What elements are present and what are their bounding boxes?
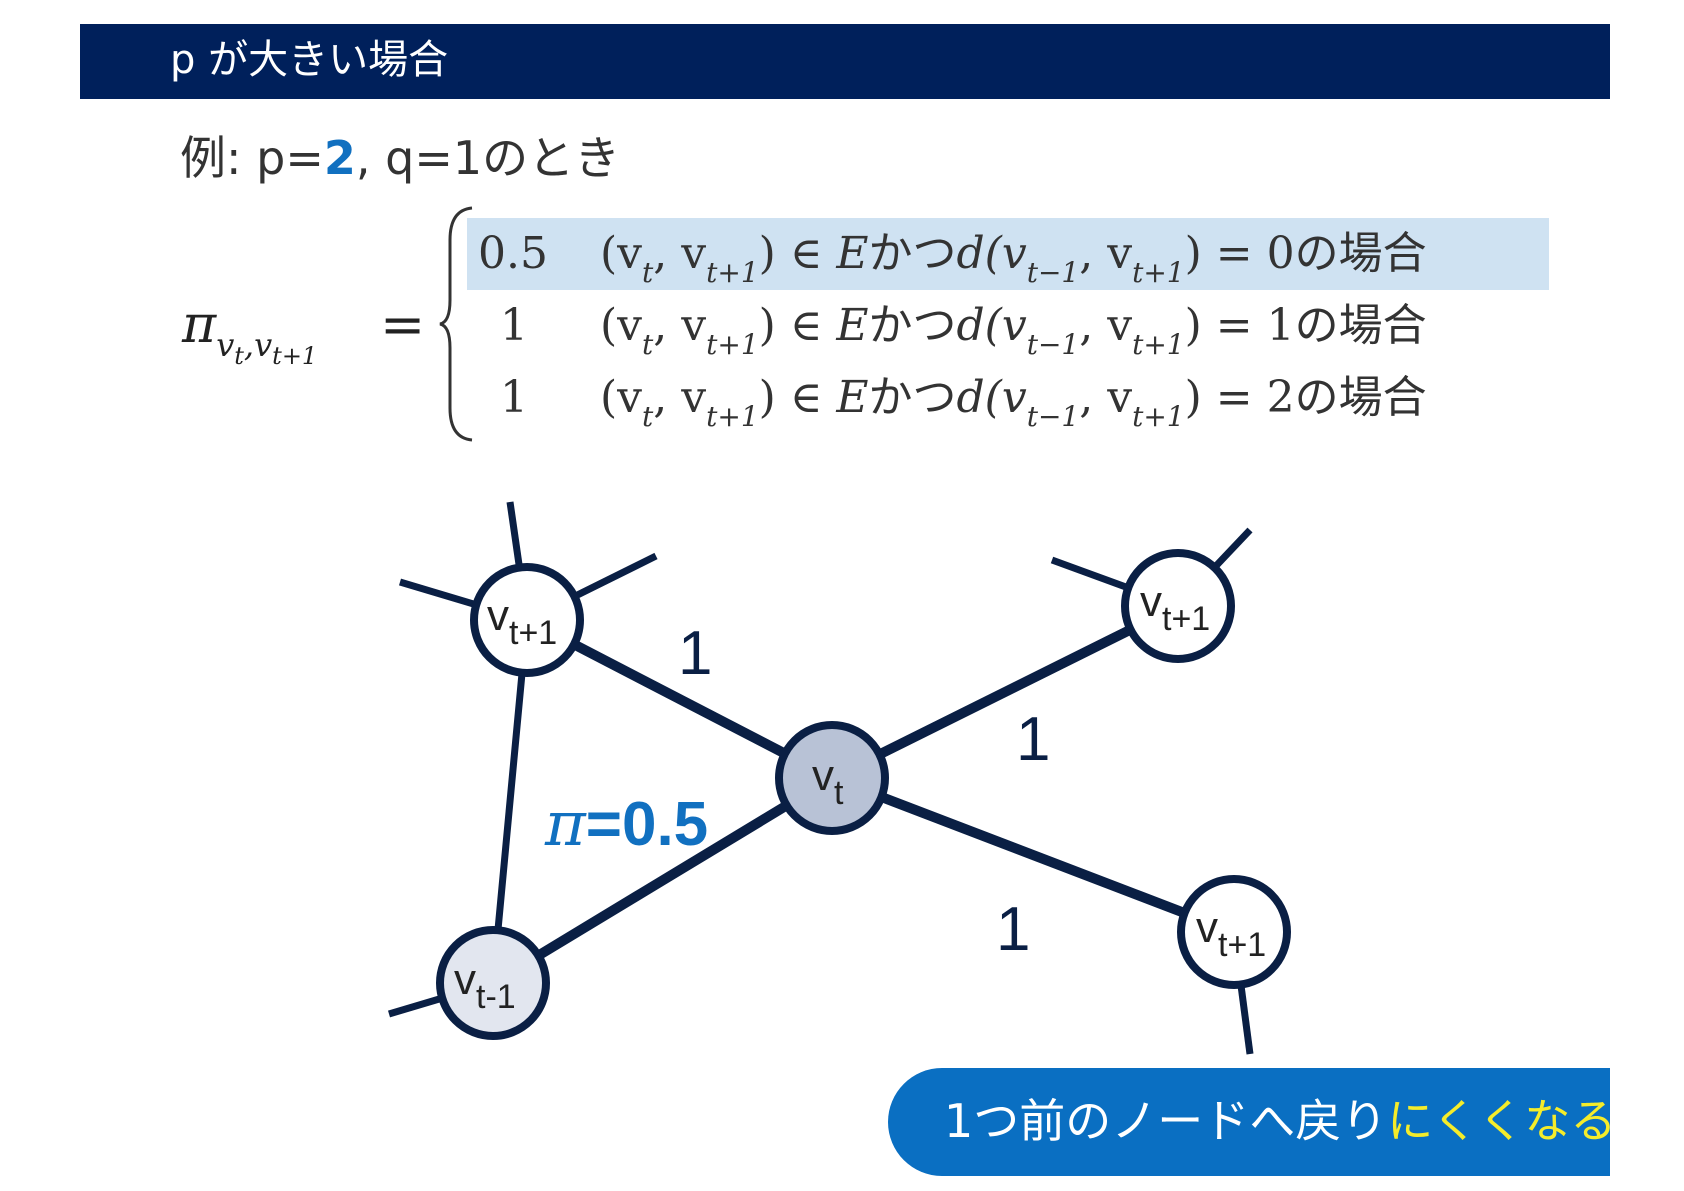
case-text: , v [653,372,707,423]
case-sub: t−1 [1026,256,1080,289]
case-sub: t [642,400,654,433]
case-value: 1 [500,372,528,423]
edge-previous-top-left [489,619,531,984]
case-text: , v [653,300,707,351]
case-suffix: の場合 [1294,228,1427,279]
case-text: (v [600,372,643,423]
case-set: E [836,372,869,423]
formula-lhs: πvt,vt+1 [182,290,318,370]
case-and: かつ [868,300,957,351]
case-suffix: の場合 [1294,300,1427,351]
case-result: 0 [1266,228,1295,279]
page-title: p が大きい場合 [170,37,449,83]
edge-previous [490,773,835,988]
case-condition: (vt, vt+1) ∈ Eかつd(vt−1, vt+1) = 2の場合 [600,362,1427,439]
case-text: , v [653,228,707,279]
node-next-top-right [1121,549,1235,663]
pi-value-label: π=0.5 [545,788,708,861]
case-and: かつ [868,372,957,423]
case-dist: d(v [956,228,1027,279]
case-result: 1 [1266,300,1295,351]
case-text: , v [1079,372,1133,423]
case-dist: d(v [956,372,1027,423]
case-condition: (vt, vt+1) ∈ Eかつd(vt−1, vt+1) = 1の場合 [600,290,1427,367]
case-result: 2 [1266,372,1295,423]
case-text: ) = [1184,300,1267,351]
case-text: ) = [1184,372,1267,423]
case-text: ) = [1184,228,1267,279]
case-and: かつ [868,228,957,279]
case-sub: t+1 [1132,328,1185,361]
example-prefix: 例: p= [180,131,324,185]
formula-case-row: 1 (vt, vt+1) ∈ Eかつd(vt−1, vt+1) = 2の場合 [0,362,1684,434]
case-text: (v [600,300,643,351]
case-text: ) ∈ [758,372,837,423]
case-text: (v [600,228,643,279]
edge-bottom-right [830,773,1236,937]
case-sub: t+1 [1132,400,1185,433]
case-sub: t+1 [706,328,759,361]
node-label-current: vt [812,751,844,812]
edge-weight-top-left: 1 [678,619,712,688]
pi-symbol: π [545,787,586,860]
case-text: , v [1079,300,1133,351]
case-sub: t−1 [1026,328,1080,361]
node-current [775,721,889,835]
edge-weight-top-right: 1 [1016,705,1050,774]
edge-weight-bottom-right: 1 [996,895,1030,964]
callout-text: 1つ前のノードへ戻りにくくなる [944,1086,1616,1156]
formula-case-row: 0.5 (vt, vt+1) ∈ Eかつd(vt−1, vt+1) = 0の場合 [0,218,1684,290]
case-suffix: の場合 [1294,372,1427,423]
node-next-bottom-right [1177,875,1291,989]
lhs-sub-b-sub: t+1 [272,342,318,370]
formula-equals: = [380,293,426,356]
case-sub: t+1 [706,256,759,289]
node-label-next-bottom-right: vt+1 [1196,903,1266,964]
case-dist: d(v [956,300,1027,351]
example-suffix: , q=1のとき [355,131,621,185]
node-next-top-left [470,563,584,677]
conclusion-callout: 1つ前のノードへ戻りにくくなる [888,1068,1616,1176]
lhs-symbol: π [182,295,217,355]
case-sub: t+1 [1132,256,1185,289]
example-line: 例: p=2, q=1のとき [180,128,620,188]
case-text: ) ∈ [758,300,837,351]
cases-brace [439,206,473,442]
node-label-previous: vt-1 [454,955,516,1016]
case-set: E [836,228,869,279]
lhs-sub-b: v [254,326,273,364]
pi-value: =0.5 [585,790,709,859]
callout-text-main: 1つ前のノードへ戻り [944,1094,1388,1148]
case-value: 1 [500,300,528,351]
lhs-sub-a-sub: t [234,342,244,370]
header-bar: p が大きい場合 [80,24,1610,99]
case-value: 0.5 [478,228,548,279]
node-label-next-top-right: vt+1 [1140,577,1210,638]
case-sub: t−1 [1026,400,1080,433]
node-label-next-top-left: vt+1 [487,591,557,652]
case-sub: t+1 [706,400,759,433]
case-condition: (vt, vt+1) ∈ Eかつd(vt−1, vt+1) = 0の場合 [600,218,1427,295]
lhs-sub-sep: , [243,326,255,364]
case-text: , v [1079,228,1133,279]
case-sub: t [642,256,654,289]
example-p-value: 2 [323,131,356,185]
case-set: E [836,300,869,351]
lhs-sub-a: v [216,326,235,364]
edge-top-left [524,615,835,783]
edge-top-right [829,601,1181,783]
formula-case-row: 1 (vt, vt+1) ∈ Eかつd(vt−1, vt+1) = 1の場合 [0,290,1684,362]
case-sub: t [642,328,654,361]
formula-highlight-row [467,218,1549,290]
callout-text-emphasis: にくくなる [1387,1094,1617,1148]
node-previous [436,926,550,1040]
case-text: ) ∈ [758,228,837,279]
